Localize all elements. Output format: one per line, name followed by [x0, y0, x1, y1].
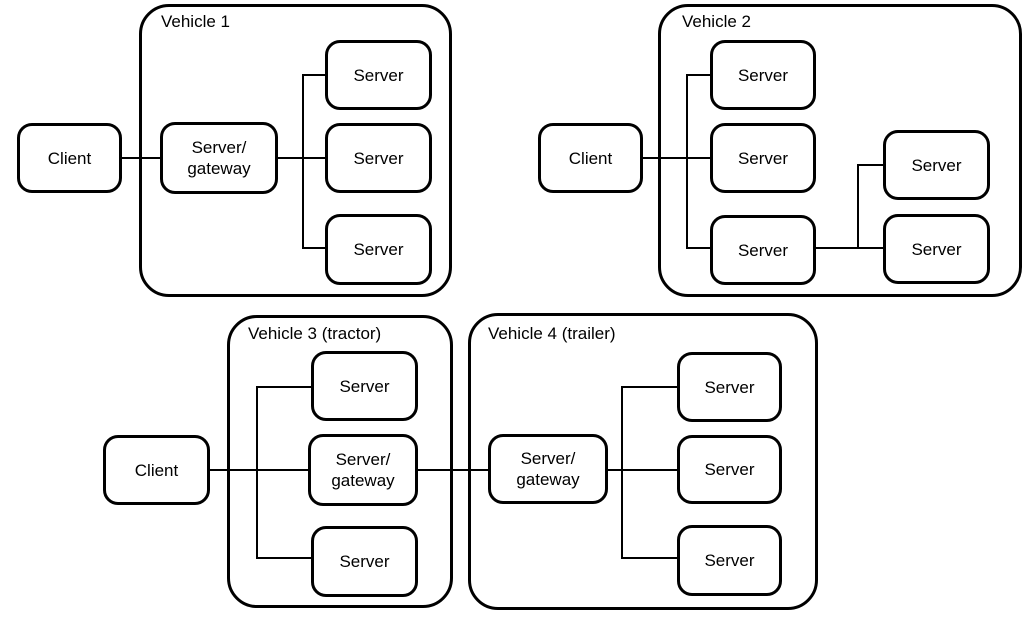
- vehicle3-title: Vehicle 3 (tractor): [248, 324, 382, 343]
- vehicle4-server-node-1: Server: [677, 352, 782, 422]
- connector-server-to-right-group: [816, 247, 883, 249]
- vehicle4-title: Vehicle 4 (trailer): [488, 324, 616, 343]
- vehicle1-server-node-2: Server: [325, 123, 432, 193]
- vehicle3-container: [227, 315, 453, 608]
- vehicle1-client-node: Client: [17, 123, 122, 193]
- vehicle2-title: Vehicle 2: [682, 12, 751, 31]
- vehicle2-server-node-right-1: Server: [883, 130, 990, 200]
- vehicle4-server-gateway-node: Server/ gateway: [488, 434, 608, 504]
- connector-gateway4-to-server: [608, 469, 677, 471]
- vehicle2-client-node: Client: [538, 123, 643, 193]
- stub-vehicle1-top-server: [302, 74, 325, 76]
- vehicle3-server-node-1: Server: [311, 351, 418, 421]
- vehicle2-container: [658, 4, 1022, 297]
- vehicle1-server-node-1: Server: [325, 40, 432, 110]
- bus-vehicle3-vertical: [256, 386, 258, 559]
- stub-vehicle3-top-server: [256, 386, 311, 388]
- connector-client2-to-server: [643, 157, 710, 159]
- stub-vehicle2-bottom-server: [686, 247, 710, 249]
- vehicle3-client-node: Client: [103, 435, 210, 505]
- stub-vehicle4-top-server: [621, 386, 677, 388]
- bus-vehicle2-right-vertical: [857, 164, 859, 249]
- vehicle1-server-gateway-node: Server/ gateway: [160, 122, 278, 194]
- stub-vehicle4-bottom-server: [621, 557, 677, 559]
- stub-vehicle2-right-top-server: [857, 164, 883, 166]
- stub-vehicle1-bottom-server: [302, 247, 325, 249]
- vehicle2-server-node-left-3: Server: [710, 215, 816, 285]
- connector-client3-to-gateway3: [210, 469, 308, 471]
- stub-vehicle2-top-server: [686, 74, 710, 76]
- vehicle4-server-node-2: Server: [677, 435, 782, 504]
- stub-vehicle3-bottom-server: [256, 557, 311, 559]
- vehicle3-server-gateway-node: Server/ gateway: [308, 434, 418, 506]
- vehicle4-server-node-3: Server: [677, 525, 782, 596]
- vehicle2-server-node-right-2: Server: [883, 214, 990, 284]
- vehicle3-server-node-2: Server: [311, 526, 418, 597]
- bus-vehicle2-left-vertical: [686, 74, 688, 249]
- bus-vehicle1-vertical: [302, 74, 304, 249]
- vehicle4-container: [468, 313, 818, 610]
- vehicle1-title: Vehicle 1: [161, 12, 230, 31]
- vehicle1-server-node-3: Server: [325, 214, 432, 285]
- connector-gateway3-to-gateway4: [418, 469, 488, 471]
- vehicle1-container: [139, 4, 452, 297]
- vehicle2-server-node-left-1: Server: [710, 40, 816, 110]
- connector-client1-to-gateway1: [122, 157, 160, 159]
- vehicle2-server-node-left-2: Server: [710, 123, 816, 193]
- bus-vehicle4-vertical: [621, 386, 623, 559]
- connector-gateway1-to-server: [278, 157, 325, 159]
